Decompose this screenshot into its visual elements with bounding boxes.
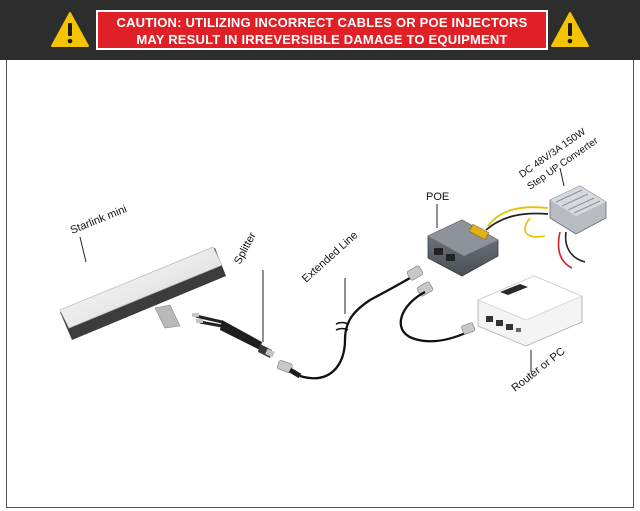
- warning-triangle-icon: [51, 12, 89, 47]
- poe-injector: [427, 219, 499, 277]
- caution-line-2: MAY RESULT IN IRREVERSIBLE DAMAGE TO EQU…: [136, 32, 508, 47]
- starlink-label: Starlink mini: [69, 203, 129, 237]
- poe-label: POE: [426, 191, 449, 203]
- warning-triangle-icon: [551, 12, 589, 47]
- starlink-mini-dish: [59, 246, 226, 340]
- starlink-leader-line: [79, 236, 87, 263]
- step-up-converter: [549, 185, 607, 235]
- router-label: Router or PC: [509, 345, 567, 394]
- poe-router-cable: [399, 281, 476, 343]
- splitter-label: Splitter: [232, 230, 259, 266]
- power-wires: [485, 206, 586, 269]
- splitter: [192, 313, 275, 358]
- extended-line-label: Extended Line: [300, 229, 360, 285]
- caution-line-1: CAUTION: UTILIZING INCORRECT CABLES OR P…: [116, 15, 528, 30]
- diagram-frame: [6, 60, 634, 508]
- caution-banner: CAUTION: UTILIZING INCORRECT CABLES OR P…: [0, 0, 640, 60]
- extended-line-cable: [276, 265, 424, 380]
- converter-leader-line: [559, 167, 565, 187]
- caution-message: CAUTION: UTILIZING INCORRECT CABLES OR P…: [96, 10, 548, 50]
- router-or-pc: [477, 275, 583, 347]
